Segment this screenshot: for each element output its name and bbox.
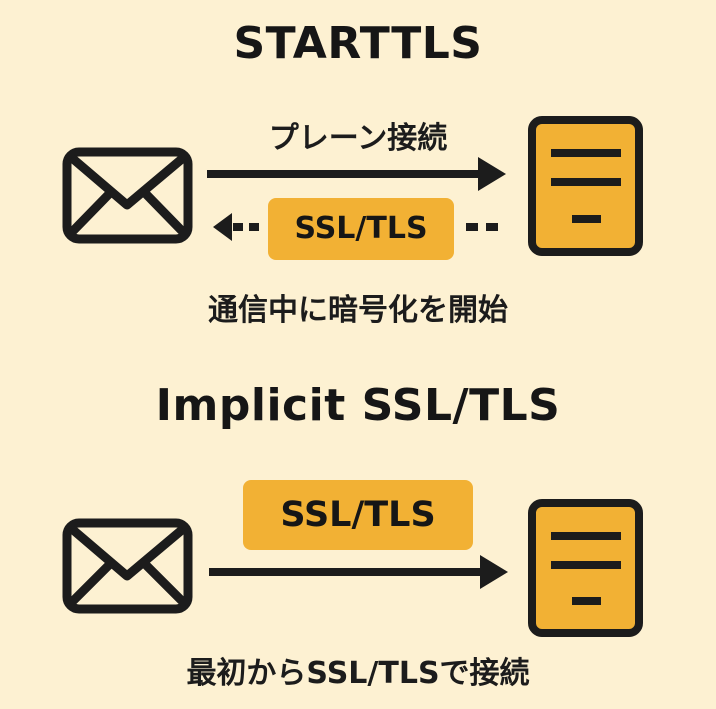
implicit-ssl-tls-badge: SSL/TLS — [243, 480, 473, 550]
implicit-caption: 最初からSSL/TLSで接続 — [186, 656, 530, 691]
plain-connection-label: プレーン接続 — [268, 121, 448, 156]
document-icon — [528, 499, 643, 637]
arrow-right-icon — [209, 555, 508, 589]
dashed-arrow-left-icon — [213, 213, 498, 241]
implicit-title: Implicit SSL/TLS — [155, 380, 561, 431]
arrow-right-icon — [207, 157, 506, 191]
starttls-caption: 通信中に暗号化を開始 — [208, 293, 508, 328]
envelope-icon — [62, 147, 193, 244]
envelope-icon — [62, 518, 193, 614]
document-icon — [528, 116, 643, 256]
starttls-title: STARTTLS — [233, 18, 483, 69]
starttls-ssl-tls-badge: SSL/TLS — [268, 198, 454, 260]
